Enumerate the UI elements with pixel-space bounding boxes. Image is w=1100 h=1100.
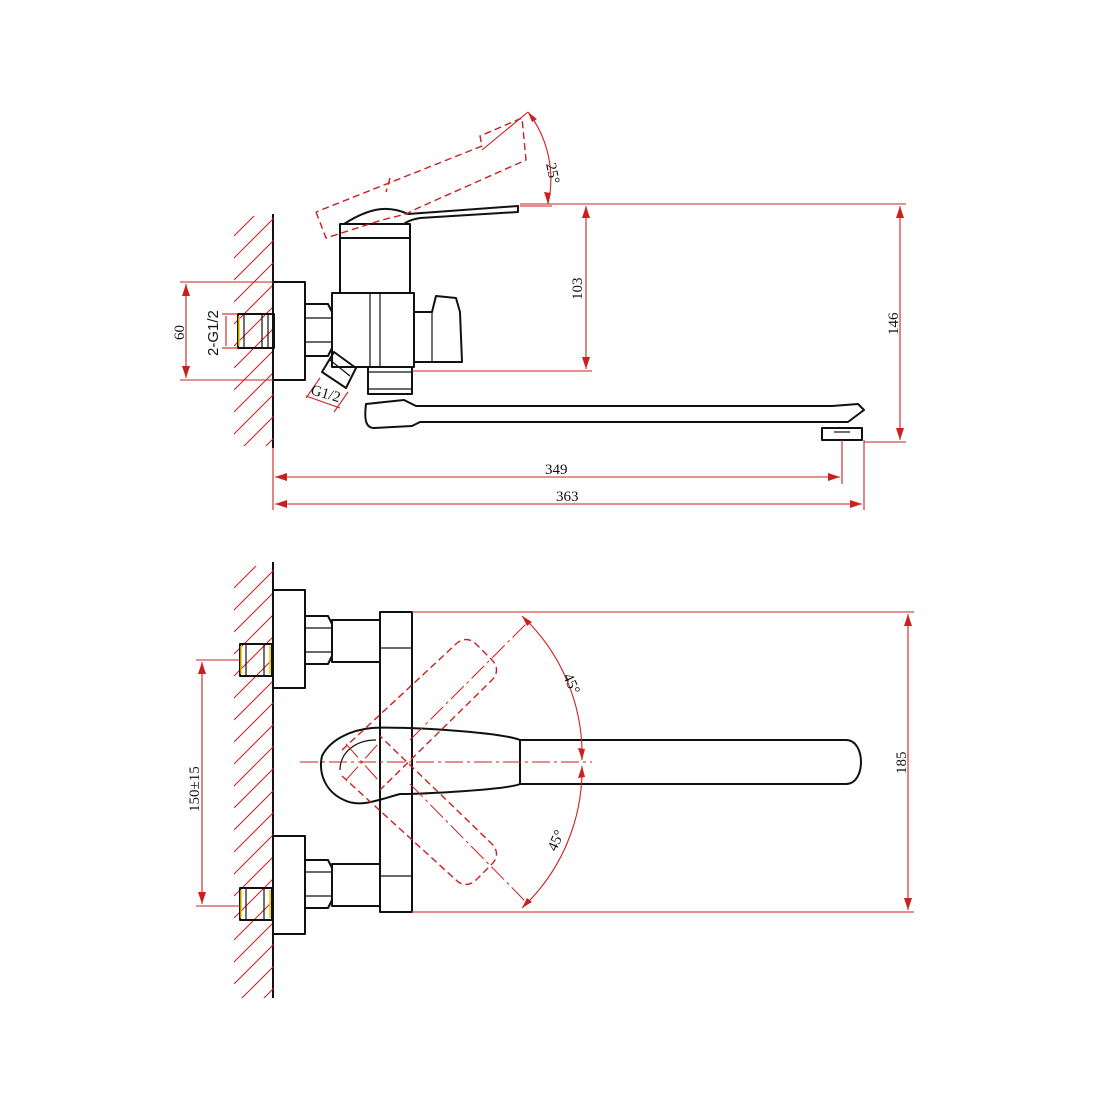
dimension-60-label: 60: [172, 325, 188, 340]
outlet-thread-label: G1/2: [309, 382, 342, 406]
inlet-fitting-side: [237, 313, 275, 349]
spout-top: [520, 739, 862, 785]
inlet-spacing-label: 150±15: [187, 766, 203, 812]
dimension-inlet-spacing: 150±15: [187, 659, 240, 907]
rotation-angle-dimensions: 45° 45°: [521, 615, 585, 909]
handle-top: [320, 726, 521, 805]
dimension-349: 349: [272, 440, 843, 510]
dimension-146-label: 146: [886, 312, 902, 335]
centerline-upper: [409, 621, 529, 741]
lower-inlet-assembly: [239, 835, 381, 935]
dimension-363: 363: [275, 440, 865, 510]
dimension-103-label: 103: [570, 278, 586, 301]
dimension-363-label: 363: [556, 489, 579, 505]
rotation-angle-upper-label: 45°: [559, 671, 582, 697]
centerline-lower: [409, 783, 529, 905]
eccentric-nut-side: [304, 303, 333, 357]
handle-angle-dimension: 25°: [481, 111, 562, 207]
handle-angle-label: 25°: [542, 162, 562, 186]
rotation-angle-lower-label: 45°: [545, 828, 568, 854]
dimension-349-label: 349: [545, 462, 568, 478]
shower-outlet-side: [321, 351, 357, 389]
dimension-103: 103: [412, 203, 592, 372]
wall-top-view: [234, 562, 274, 998]
aerator-side: [821, 427, 863, 441]
inlet-thread-label: 2-G1/2: [205, 310, 222, 356]
handle-open-position: [315, 116, 527, 239]
dimension-185-label: 185: [894, 752, 910, 775]
outlet-thread-callout: G1/2: [305, 377, 349, 413]
dimension-60: 60: [172, 281, 273, 381]
dimension-146: 146: [592, 203, 906, 443]
side-view: 25° 103 146 60: [172, 111, 906, 510]
mixer-body-side: [331, 205, 519, 395]
dimension-185: 185: [412, 611, 914, 913]
handle-rotated-lower: [341, 735, 498, 886]
handle-rotated-upper: [341, 638, 498, 791]
spout-side: [364, 399, 865, 429]
top-view: 45° 45° 150±15 185: [187, 562, 914, 998]
wall-hatching: [234, 216, 274, 446]
wall-flange-side: [272, 281, 306, 381]
wall-hatching-top: [234, 566, 274, 998]
diverter-knob-side: [413, 295, 463, 363]
inlet-thread-callout: 2-G1/2: [205, 310, 238, 356]
